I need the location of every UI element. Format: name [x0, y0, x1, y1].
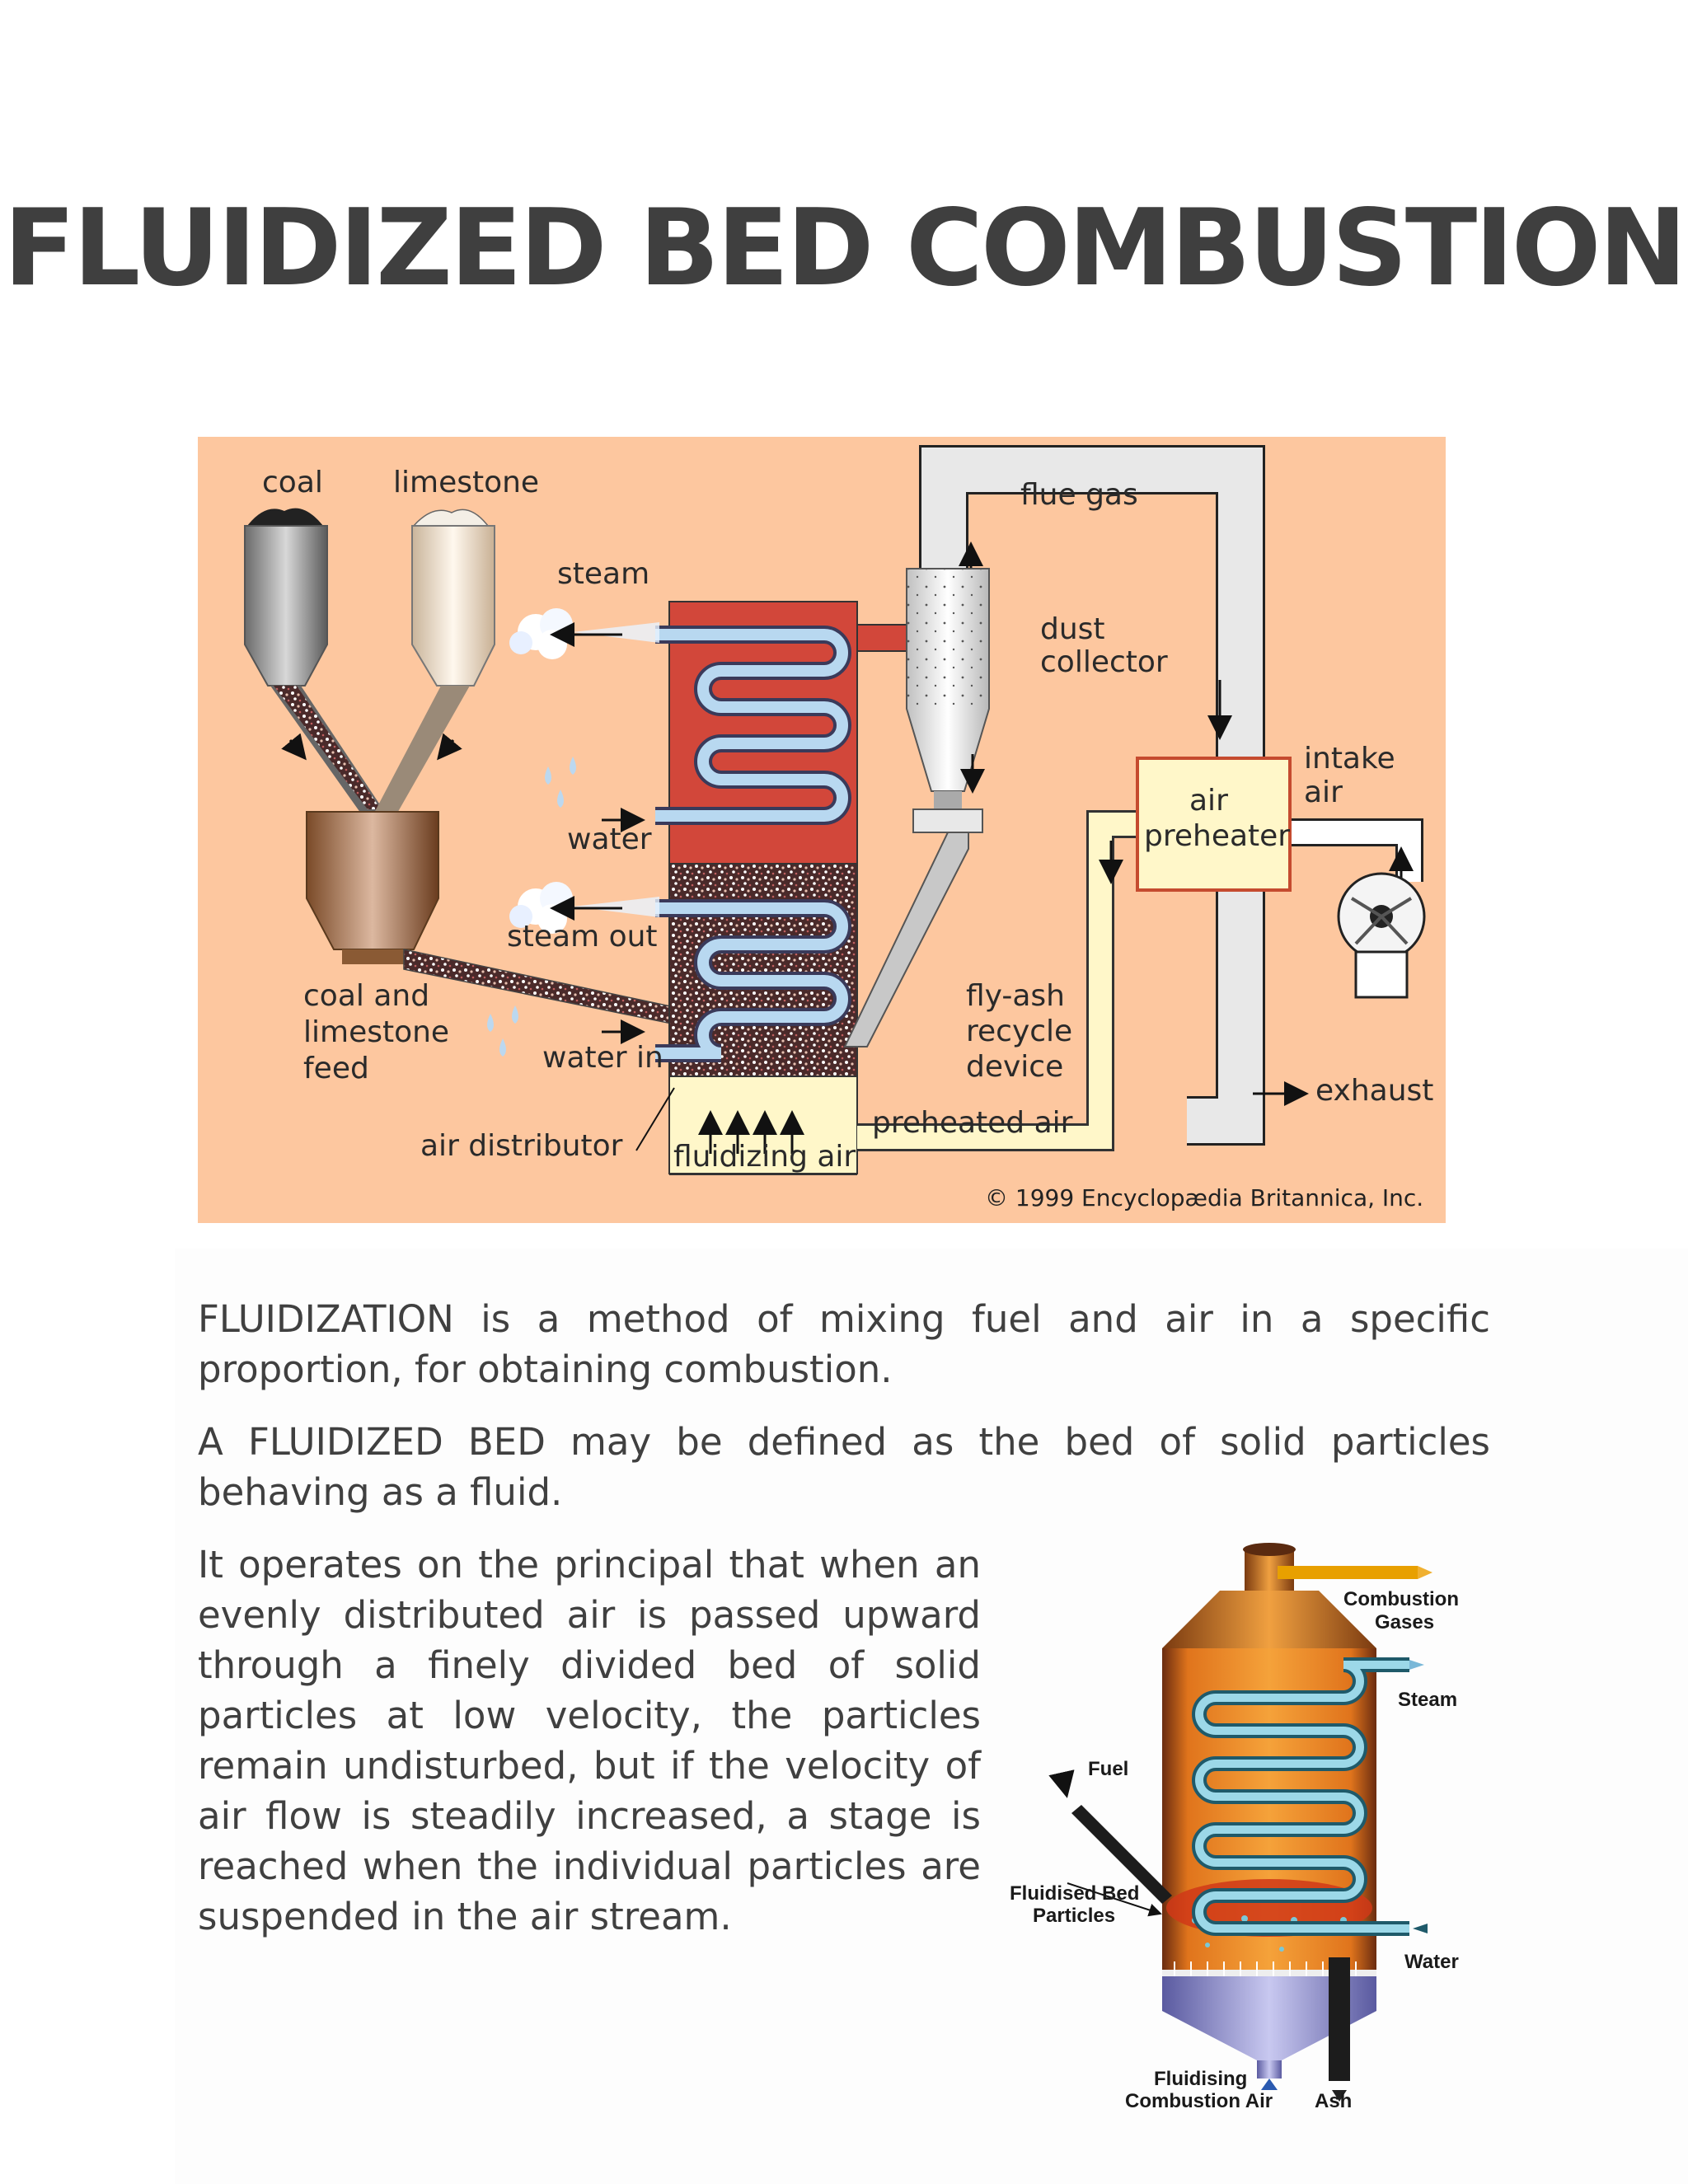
fuel-label: Fuel	[1088, 1758, 1128, 1780]
text-panel-background	[175, 1249, 1688, 2184]
feed-label-line1: coal and	[303, 979, 429, 1013]
air-preheater-label-line2: preheater	[1144, 819, 1290, 853]
steam-out-cloud-icon	[509, 882, 659, 934]
air-distributor-label: air distributor	[420, 1129, 623, 1163]
dust-collector-label-line2: collector	[1040, 645, 1168, 679]
page-title: FLUIDIZED BED COMBUSTION	[3, 187, 1686, 310]
combustor	[655, 601, 932, 1175]
copyright-text: © 1999 Encyclopædia Britannica, Inc.	[985, 1184, 1423, 1212]
combustion-gases-label-line2: Gases	[1375, 1611, 1434, 1633]
combustion-gases-pipe	[1278, 1566, 1418, 1579]
fluidised-bed-label-line1: Fluidised Bed	[1010, 1882, 1139, 1905]
water-in-label: water in	[542, 1041, 663, 1075]
fluidized-bed-combustor-diagram: Combustion Gases Steam Fuel Fluidised Be…	[1010, 1543, 1459, 2110]
water-drops-icon	[487, 757, 645, 1057]
air-preheater	[1136, 757, 1292, 892]
intake-air-duct	[1290, 818, 1423, 882]
combustion-air-label-line2: Combustion Air	[1125, 2090, 1273, 2110]
combustor-dome	[1162, 1591, 1376, 1648]
limestone-hopper	[373, 509, 495, 816]
fluidized-bed-plant-diagram: coal limestone steam water steam out wat…	[198, 437, 1446, 1223]
preheated-air-duct	[857, 810, 1137, 1151]
air-plenum	[1162, 1976, 1376, 2060]
fuel-feed-pipe	[1071, 1805, 1172, 1904]
steam-out-label: steam out	[507, 920, 658, 954]
paragraph-fluidized-bed: A FLUIDIZED BED may be defined as the be…	[198, 1420, 1490, 1514]
dust-collector-label-line1: dust	[1040, 612, 1105, 646]
coal-hopper	[244, 508, 387, 816]
limestone-label: limestone	[393, 466, 539, 499]
combustion-gases-label-line1: Combustion	[1343, 1588, 1459, 1610]
intake-air-label-line1: intake	[1304, 742, 1395, 776]
preheated-air-label: preheated air	[872, 1106, 1073, 1140]
steam-label: Steam	[1398, 1689, 1457, 1711]
steam-cloud-icon	[509, 608, 659, 659]
water-arrow-icon	[1413, 1924, 1428, 1933]
fly-ash-label-line2: recycle	[966, 1015, 1072, 1048]
fluidizing-air-label: fluidizing air	[673, 1140, 856, 1174]
water-label: Water	[1404, 1951, 1459, 1973]
ash-chute	[1329, 1957, 1350, 2081]
dust-collector	[843, 568, 990, 1047]
fluidised-bed-label-line2: Particles	[1033, 1905, 1115, 1927]
ash-down-arrow-icon	[1332, 2090, 1347, 2102]
fly-ash-label-line1: fly-ash	[966, 979, 1065, 1013]
feed-label-line3: feed	[303, 1052, 369, 1085]
coal-label: coal	[262, 466, 323, 499]
steam-label: steam	[557, 557, 649, 591]
combustion-air-label-line1: Fluidising	[1154, 2068, 1247, 2090]
intake-air-label-line2: air	[1304, 776, 1343, 809]
fan-icon	[1337, 872, 1426, 999]
flue-gas-label: flue gas	[1020, 478, 1138, 512]
paragraph-principle: It operates on the principal that when a…	[198, 1543, 981, 1938]
ash-label: Ash	[1315, 2090, 1352, 2110]
paragraph-fluidization: FLUIDIZATION is a method of mixing fuel …	[198, 1297, 1490, 1391]
air-up-arrow-icon	[1261, 2079, 1278, 2090]
steam-arrow-icon	[1409, 1660, 1424, 1670]
feed-label-line2: limestone	[303, 1015, 449, 1049]
exhaust-label: exhaust	[1315, 1074, 1433, 1108]
water-label: water	[567, 823, 652, 856]
mixing-hopper	[306, 811, 675, 1024]
air-preheater-label-line1: air	[1189, 784, 1228, 818]
fly-ash-label-line3: device	[966, 1050, 1063, 1084]
